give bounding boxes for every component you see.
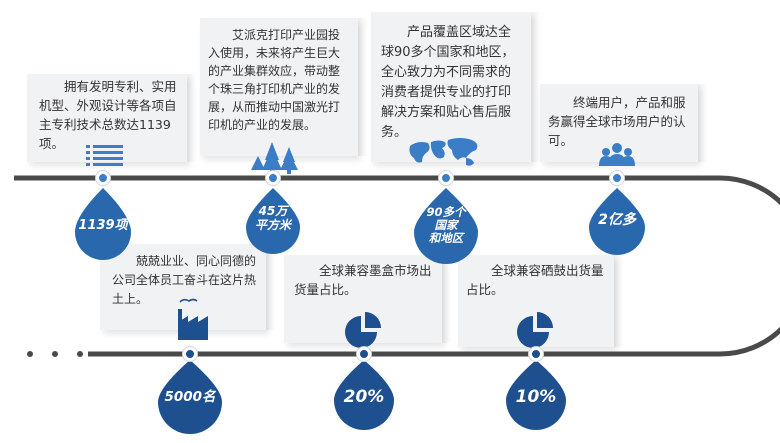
badge-line: 国家: [434, 218, 458, 232]
badge-20pct: 20%: [343, 387, 385, 407]
milestone-text: 拥有发明专利、实用机型、外观设计等各项自主专利技术总数达1139项。: [39, 79, 177, 151]
pie-chart-icon: [345, 312, 381, 348]
timeline-dot: [96, 171, 110, 185]
users-icon: [599, 143, 635, 166]
drop-1139: [75, 188, 131, 260]
milestone-text: 艾派克打印产业园投入使用，未来将产生巨大的产业集群效应，带动整个珠三角打印机产业…: [208, 28, 341, 132]
timeline-dot: [357, 347, 371, 361]
timeline-dot: [529, 347, 543, 361]
badge-10pct: 10%: [515, 387, 557, 407]
milestone-text: 兢兢业业、同心同德的公司全体员工奋斗在这片热土上。: [112, 254, 257, 306]
milestone-card-global-coverage: 产品覆盖区域达全球90多个国家和地区，全心致力为不同需求的消费者提供专业的打印解…: [371, 12, 541, 162]
badge-1139: 1139项: [78, 218, 128, 233]
drop-10pct: [506, 360, 566, 430]
timeline-dots: [27, 351, 83, 357]
drop-20pct: [334, 360, 394, 430]
badge-90: 90多个 国家 和地区: [414, 206, 478, 245]
drop-90: [414, 188, 478, 264]
world-map-icon: [409, 138, 478, 166]
milestone-card-toner-share: 全球兼容硒鼓出货量占比。: [458, 255, 624, 347]
milestone-text: 全球兼容硒鼓出货量占比。: [466, 263, 604, 297]
trees-icon: [251, 142, 298, 174]
timeline-dot: [439, 171, 453, 185]
milestone-card-end-users: 终端用户，产品和服务赢得全球市场用户的认可。: [540, 84, 708, 162]
milestone-text: 终端用户，产品和服务赢得全球市场用户的认可。: [548, 95, 686, 148]
milestone-card-industrial-park: 艾派克打印产业园投入使用，未来将产生巨大的产业集群效应，带动整个珠三角打印机产业…: [200, 18, 368, 156]
badge-5000: 5000名: [164, 389, 216, 405]
timeline-dot: [266, 171, 280, 185]
badge-45wan: 45万 平方米: [244, 204, 302, 232]
badge-line: 90多个: [426, 205, 466, 219]
timeline-dot: [183, 347, 197, 361]
milestone-card-employees: 兢兢业业、同心同德的公司全体员工奋斗在这片热土上。: [100, 244, 276, 330]
list-icon: [86, 145, 123, 166]
factory-icon: [178, 298, 208, 340]
drop-5000: [158, 360, 222, 434]
timeline-dot: [610, 171, 624, 185]
milestone-text: 产品覆盖区域达全球90多个国家和地区，全心致力为不同需求的消费者提供专业的打印解…: [381, 25, 515, 140]
drop-2yi: [589, 188, 645, 255]
badge-line: 平方米: [254, 218, 291, 232]
milestone-text: 全球兼容墨盒市场出货量占比。: [294, 263, 432, 297]
timeline-track: [14, 175, 780, 357]
badge-line: 和地区: [428, 231, 464, 245]
drop-45wan: [246, 188, 300, 254]
badge-line: 45万: [258, 204, 288, 218]
milestone-card-ink-share: 全球兼容墨盒市场出货量占比。: [284, 255, 452, 343]
badge-2yi: 2亿多: [598, 212, 636, 228]
pie-chart-icon: [517, 312, 553, 348]
